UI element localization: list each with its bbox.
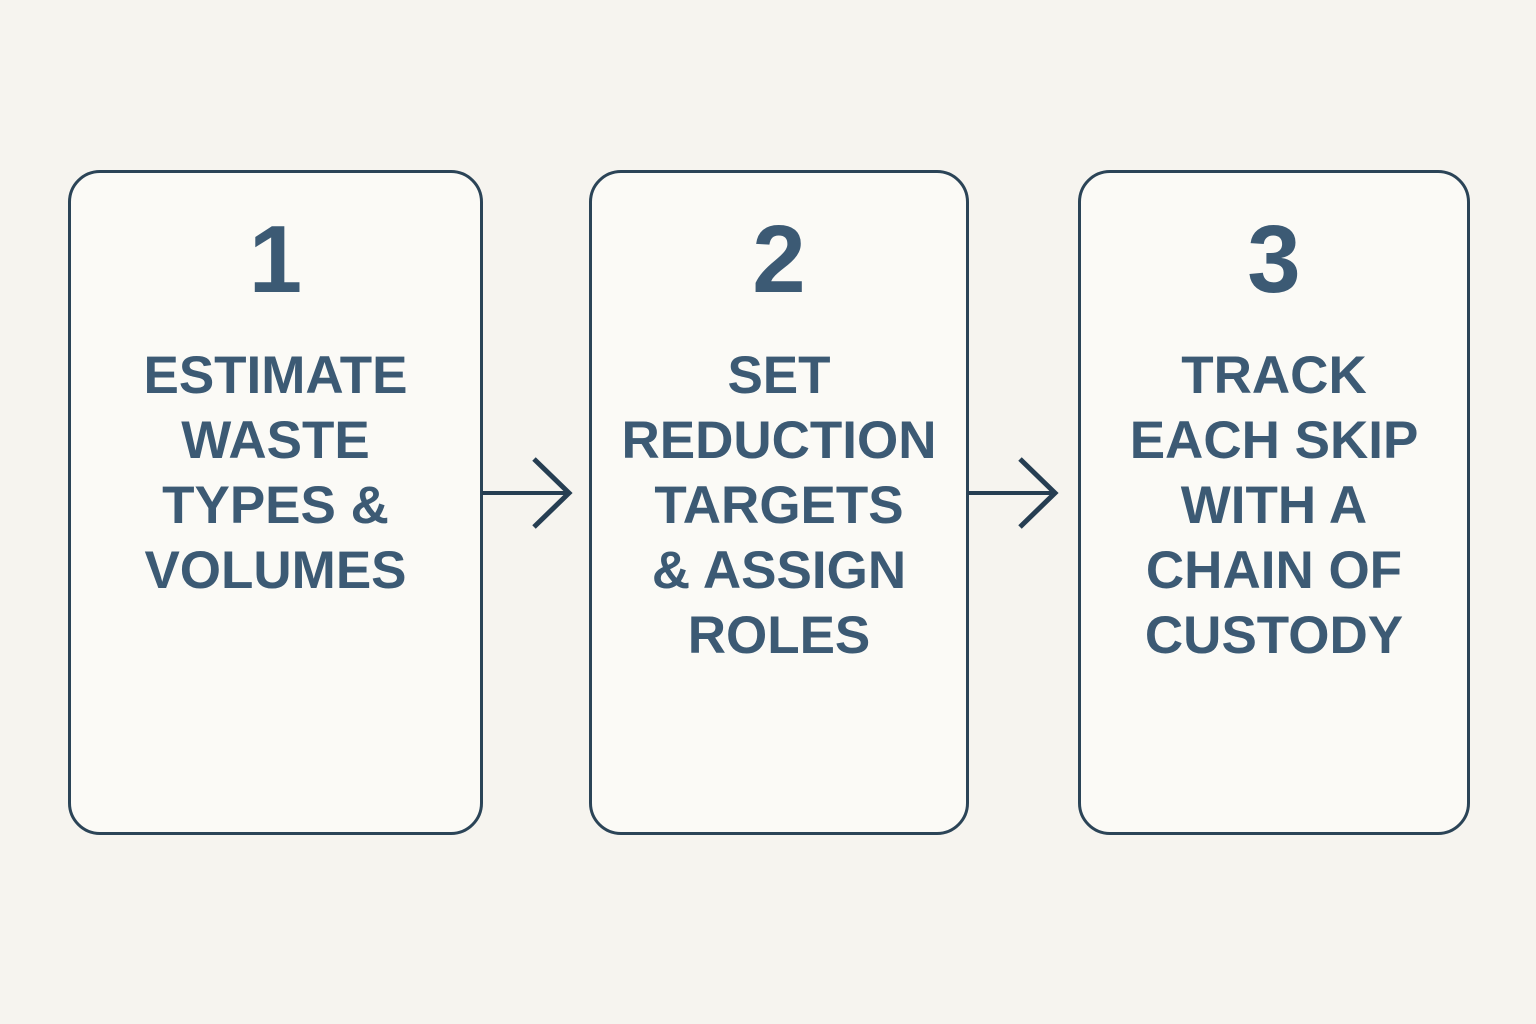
right-arrow-icon	[482, 453, 590, 533]
step-card-1: 1 ESTIMATE WASTE TYPES & VOLUMES	[68, 170, 483, 835]
step-number: 3	[1247, 206, 1301, 313]
right-arrow-icon	[968, 453, 1076, 533]
step-label: ESTIMATE WASTE TYPES & VOLUMES	[143, 345, 408, 600]
step-number: 2	[752, 206, 806, 313]
step-card-3: 3 TRACK EACH SKIP WITH A CHAIN OF CUSTOD…	[1078, 170, 1470, 835]
step-label: SET REDUCTION TARGETS & ASSIGN ROLES	[621, 345, 937, 665]
step-card-2: 2 SET REDUCTION TARGETS & ASSIGN ROLES	[589, 170, 969, 835]
step-number: 1	[248, 206, 303, 313]
step-label: TRACK EACH SKIP WITH A CHAIN OF CUSTODY	[1129, 345, 1419, 665]
